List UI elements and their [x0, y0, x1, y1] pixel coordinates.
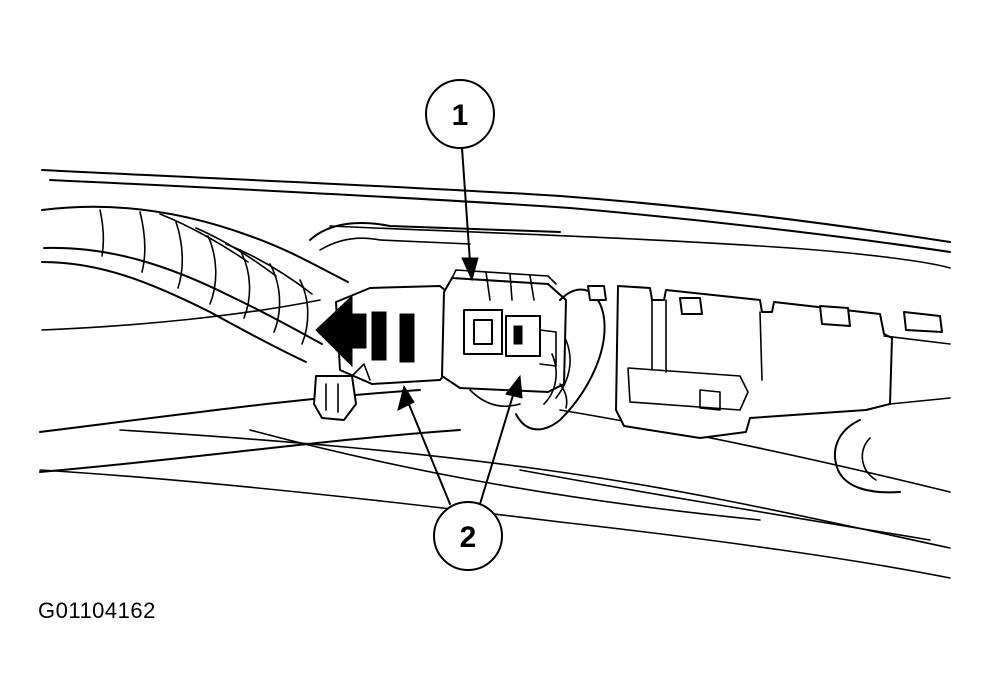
callout-2-arrowhead-left — [397, 384, 415, 411]
lock-tab-stripe — [371, 311, 387, 361]
callout-2: 2 — [397, 374, 523, 571]
figure-id-label: G01104162 — [38, 598, 156, 623]
callout-1-arrowhead — [461, 257, 479, 282]
mounting-bracket — [587, 285, 951, 439]
callout-2-leader-left — [407, 401, 451, 505]
lock-tab-stripe — [399, 313, 415, 363]
callout-1: 1 — [425, 79, 495, 282]
callout-2-leader-right — [479, 391, 515, 505]
callout-1-leader — [461, 147, 471, 263]
electrical-connector — [313, 269, 606, 431]
callout-2-number: 2 — [460, 521, 477, 554]
callout-2-circle — [433, 501, 503, 571]
background-structure — [39, 169, 951, 579]
callout-1-circle — [425, 79, 495, 149]
callout-2-arrowhead-right — [505, 374, 523, 399]
wiring-harness — [41, 205, 349, 363]
callout-1-number: 1 — [452, 99, 469, 132]
disconnect-direction-arrow — [315, 294, 367, 368]
